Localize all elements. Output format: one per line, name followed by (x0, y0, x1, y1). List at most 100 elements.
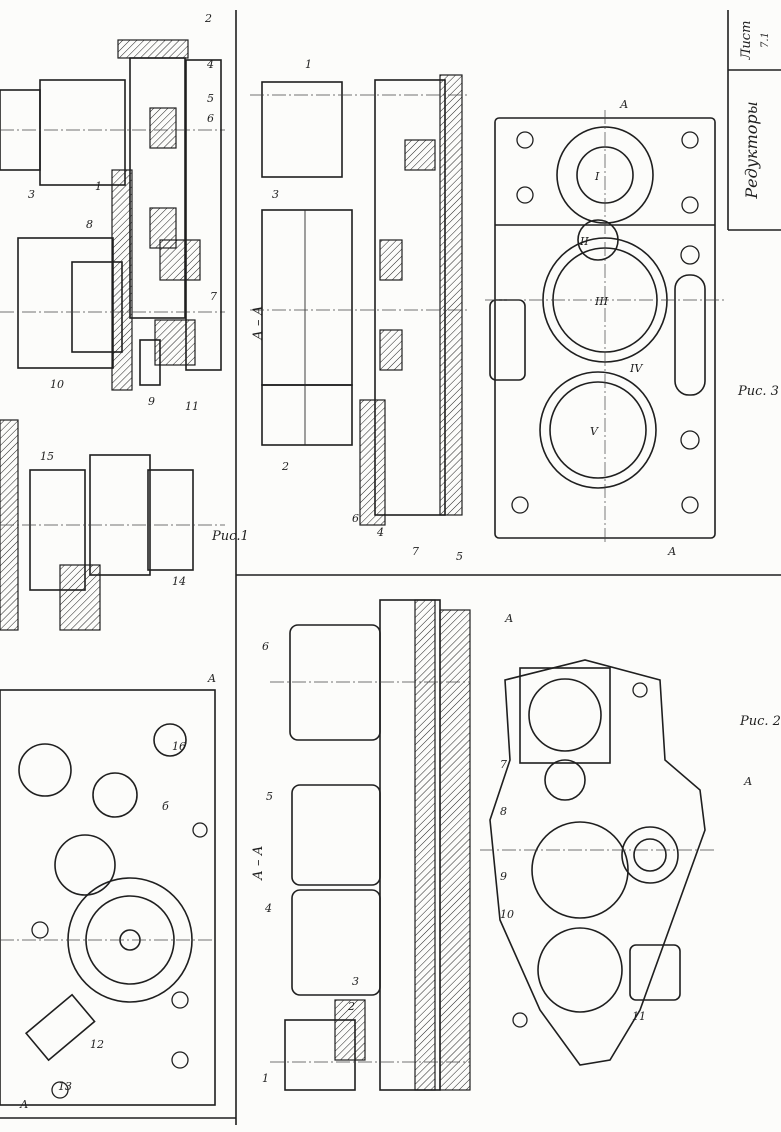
fig3-hole-2 (681, 131, 699, 149)
fig2-callout-7: 7 (500, 758, 507, 771)
fig3-hole-1 (516, 131, 534, 149)
fig1-callout-11: 11 (185, 400, 199, 413)
fig3-hole-5 (680, 245, 700, 265)
fig2-callout-3: 3 (352, 975, 359, 988)
fig3-gear-a (379, 329, 403, 371)
sheet-number: 7.1 (760, 32, 771, 48)
fig3-gear-V (539, 371, 657, 489)
fig1-plate-15 (29, 469, 86, 591)
fig1-callout-16: 16 (172, 740, 186, 753)
fig2-top-gear (528, 678, 602, 752)
fig2-connector-11 (629, 944, 681, 1001)
fig3-callout-5: 5 (456, 550, 463, 563)
fig2-plan-outline (489, 659, 706, 1066)
fig3-hole-7 (511, 496, 529, 514)
fig1-callout-5: 5 (207, 92, 214, 105)
fig1-side-plate (185, 59, 222, 371)
fig3-hole-6 (680, 430, 700, 450)
fig3-gear-b (379, 239, 403, 281)
fig1-callout-13: 13 (58, 1080, 72, 1093)
fig3-roman-III: III (594, 295, 609, 308)
fig1-callout-9: 9 (148, 395, 155, 408)
fig1-gear-11 (154, 319, 196, 366)
fig3-hole-8 (681, 496, 699, 514)
sheet-label-group: Лист (739, 21, 754, 61)
fig1-callout-2: 2 (204, 12, 212, 25)
fig1-callout-3: 3 (28, 188, 35, 201)
fig1-view-mark-b: б (162, 800, 169, 813)
fig1-caption: Рис.1 (211, 529, 249, 544)
fig1-hole-3 (51, 1081, 69, 1099)
title-text: Редукторы (742, 101, 761, 199)
fig2-callout-1: 1 (262, 1072, 269, 1085)
fig2-gear-lower (537, 927, 623, 1013)
fig3-motor-1 (261, 81, 343, 178)
fig1-cover-flange (117, 39, 189, 59)
fig2-flange (519, 667, 611, 764)
fig3-capacitor (674, 274, 706, 396)
fig2-callout-4: 4 (264, 902, 272, 915)
fig1-callout-7: 7 (210, 290, 217, 303)
fig3-callout-2: 2 (281, 460, 289, 473)
fig3-gear-V-inner (549, 381, 647, 479)
sheet-number-group: 7.1 (760, 32, 771, 48)
fig2-motor-5 (291, 784, 381, 886)
fig1-hole-4 (31, 921, 49, 939)
fig2-hole-2 (632, 682, 648, 698)
fig1-gear-4 (149, 107, 177, 149)
fig2-callout-10: 10 (500, 908, 514, 921)
fig3-callout-7: 7 (412, 545, 419, 558)
fig1-gear-b (54, 834, 116, 896)
fig2-callout-11: 11 (632, 1010, 646, 1023)
fig2-gear-middle (531, 821, 629, 919)
fig3-housing-wall (439, 74, 463, 516)
fig1-motor-14-body (89, 454, 151, 576)
fig3-callout-3: 3 (272, 188, 279, 201)
fig2-section-label-group: А – А (251, 846, 266, 881)
fig1-motor-2-shaft (71, 261, 123, 353)
fig2-small-gear (544, 759, 586, 801)
fig1-hole-2 (171, 1051, 189, 1069)
fig1-view-mark-a2: А (19, 1098, 28, 1111)
fig1-motor-14-cap (147, 469, 194, 571)
fig3-callout-4: 4 (376, 526, 384, 539)
fig1-callout-1: 1 (95, 180, 102, 193)
fig3-roman-V: V (590, 425, 599, 438)
fig1-callout-14: 14 (172, 575, 186, 588)
fig2-hole-1 (512, 1012, 528, 1028)
fig1-gear-16 (153, 723, 187, 757)
fig1-shaft-9 (139, 339, 161, 386)
fig1-hole-1 (171, 991, 189, 1009)
fig3-housing (374, 79, 446, 516)
fig2-bearing (334, 999, 366, 1061)
fig1-callout-10: 10 (50, 378, 64, 391)
fig1-callout-15: 15 (40, 450, 54, 463)
fig3-gear-II (577, 219, 619, 261)
fig2-callout-6: 6 (262, 640, 269, 653)
fig3-hole-3 (516, 186, 534, 204)
fig1-callout-8: 8 (86, 218, 93, 231)
figure-3: 1 3 2 4 5 6 7 I II III IV V А А А – А Ри… (250, 58, 779, 563)
fig3-section-label-group: А – А (251, 306, 266, 341)
fig1-view-mark-a: A (207, 672, 216, 685)
fig3-view-mark-a: А (619, 98, 628, 111)
fig2-housing-wall (414, 599, 436, 1091)
fig3-section-label: А – А (251, 306, 266, 341)
fig3-motor-2 (261, 384, 353, 446)
fig1-gear-c (92, 772, 138, 818)
fig2-base-plate (439, 609, 471, 1091)
fig1-lever-13 (24, 993, 96, 1062)
fig2-callout-8: 8 (500, 805, 507, 818)
fig1-callout-6: 6 (207, 112, 214, 125)
fig3-callout-6: 6 (352, 512, 359, 525)
fig3-caption: Рис. 3 (737, 384, 779, 399)
fig2-spiral (621, 826, 679, 884)
fig1-motor-2 (17, 237, 114, 369)
fig2-view-mark-a2: А (743, 775, 752, 788)
sheet-label: Лист (739, 21, 754, 61)
fig3-view-mark-a2: А (667, 545, 676, 558)
fig2-motor-6 (289, 624, 381, 741)
fig1-callout-4: 4 (206, 58, 214, 71)
